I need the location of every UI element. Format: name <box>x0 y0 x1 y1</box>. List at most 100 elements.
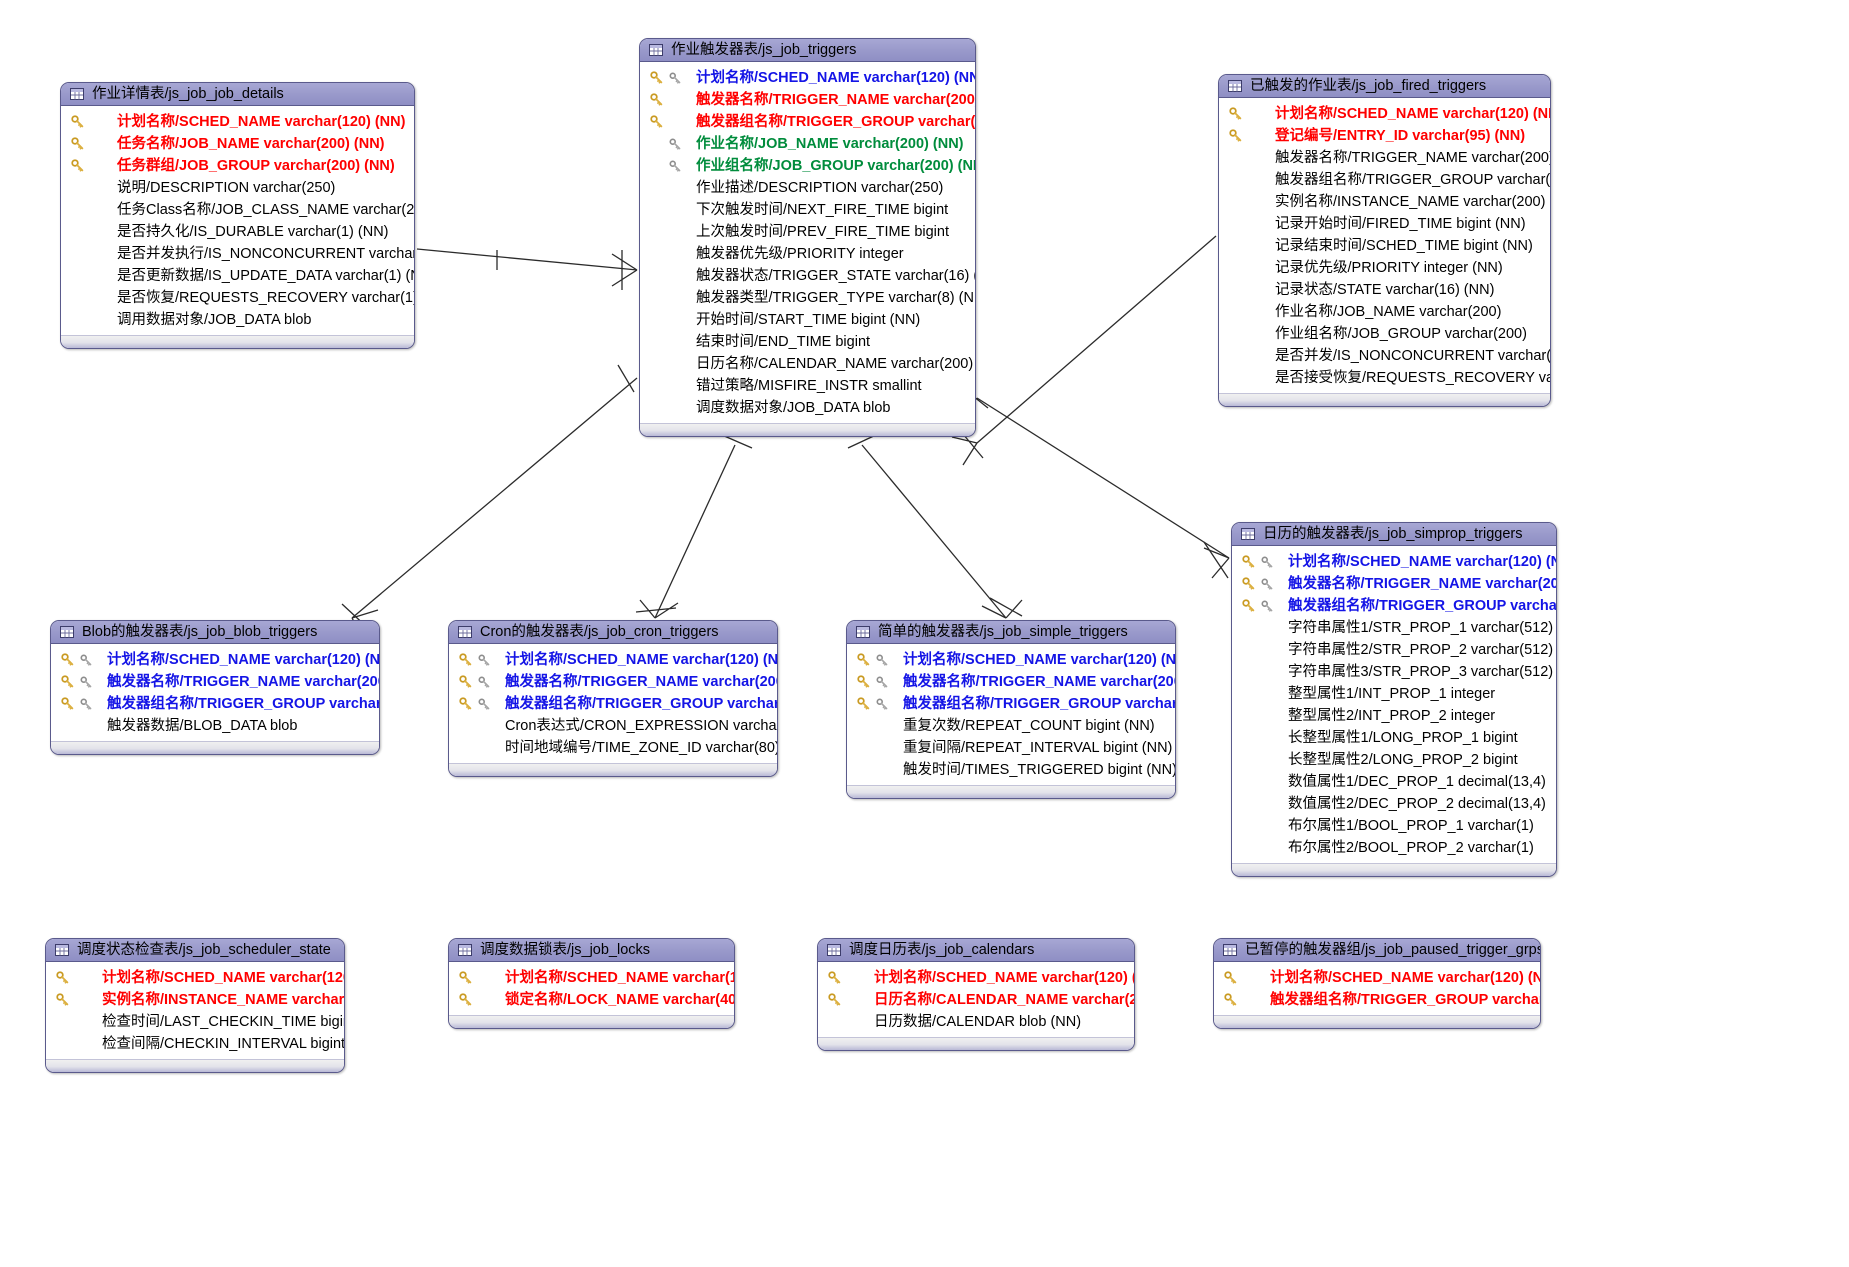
attribute-row[interactable]: 重复次数/REPEAT_COUNT bigint (NN) <box>855 715 1167 737</box>
attribute-row[interactable]: 触发器组名称/TRIGGER_GROUP varchar(200) (NN) <box>648 111 975 133</box>
attribute-row[interactable]: 作业组名称/JOB_GROUP varchar(200) (NN) <box>648 155 975 177</box>
attribute-row[interactable]: 锁定名称/LOCK_NAME varchar(40) (NN) <box>457 989 734 1011</box>
attribute-row[interactable]: 数值属性1/DEC_PROP_1 decimal(13,4) <box>1240 771 1548 793</box>
attribute-row[interactable]: 是否持久化/IS_DURABLE varchar(1) (NN) <box>69 221 406 243</box>
attribute-row[interactable]: 触发器名称/TRIGGER_NAME varchar(200) (NN) <box>59 671 379 693</box>
attribute-row[interactable]: 记录状态/STATE varchar(16) (NN) <box>1227 279 1542 301</box>
attribute-row[interactable]: 触发器名称/TRIGGER_NAME varchar(200) (NN) <box>855 671 1175 693</box>
attribute-row[interactable]: 触发器组名称/TRIGGER_GROUP varchar(200) (NN) <box>1222 989 1540 1011</box>
attribute-row[interactable]: 任务群组/JOB_GROUP varchar(200) (NN) <box>69 155 406 177</box>
entity-job_triggers[interactable]: 作业触发器表/js_job_triggers 计划名称/SCHED_NAME va… <box>639 38 976 437</box>
attribute-row[interactable]: 任务Class名称/JOB_CLASS_NAME varchar(250) (N… <box>69 199 414 221</box>
attribute-row[interactable]: 计划名称/SCHED_NAME varchar(120) (NN) <box>457 649 777 671</box>
entity-job_details[interactable]: 作业详情表/js_job_job_details 计划名称/SCHED_NAME … <box>60 82 415 349</box>
entity-header-calendars[interactable]: 调度日历表/js_job_calendars <box>818 939 1134 962</box>
attribute-row[interactable]: 调用数据对象/JOB_DATA blob <box>69 309 406 331</box>
attribute-row[interactable]: 计划名称/SCHED_NAME varchar(120) (NN) <box>826 967 1134 989</box>
attribute-row[interactable]: 检查时间/LAST_CHECKIN_TIME bigint (NN) <box>54 1011 344 1033</box>
attribute-row[interactable]: 计划名称/SCHED_NAME varchar(120) (NN) <box>59 649 379 671</box>
attribute-row[interactable]: 日历名称/CALENDAR_NAME varchar(200) (NN) <box>826 989 1134 1011</box>
attribute-row[interactable]: 计划名称/SCHED_NAME varchar(120) (NN) <box>1240 551 1556 573</box>
attribute-row[interactable]: 说明/DESCRIPTION varchar(250) <box>69 177 406 199</box>
attribute-row[interactable]: 作业描述/DESCRIPTION varchar(250) <box>648 177 967 199</box>
attribute-row[interactable]: 长整型属性2/LONG_PROP_2 bigint <box>1240 749 1548 771</box>
attribute-row[interactable]: 是否恢复/REQUESTS_RECOVERY varchar(1) (NN) <box>69 287 414 309</box>
attribute-row[interactable]: 布尔属性1/BOOL_PROP_1 varchar(1) <box>1240 815 1548 837</box>
attribute-row[interactable]: 长整型属性1/LONG_PROP_1 bigint <box>1240 727 1548 749</box>
attribute-row[interactable]: 触发器优先级/PRIORITY integer <box>648 243 967 265</box>
entity-cron_triggers[interactable]: Cron的触发器表/js_job_cron_triggers 计划名称/SCHED… <box>448 620 778 777</box>
attribute-row[interactable]: 触发时间/TIMES_TRIGGERED bigint (NN) <box>855 759 1175 781</box>
entity-simple_triggers[interactable]: 简单的触发器表/js_job_simple_triggers 计划名称/SCHED… <box>846 620 1176 799</box>
attribute-row[interactable]: 计划名称/SCHED_NAME varchar(120) (NN) <box>54 967 344 989</box>
attribute-row[interactable]: 触发器名称/TRIGGER_NAME varchar(200) (NN) <box>457 671 777 693</box>
attribute-row[interactable]: 字符串属性1/STR_PROP_1 varchar(512) <box>1240 617 1553 639</box>
attribute-row[interactable]: 触发器组名称/TRIGGER_GROUP varchar(200) (NN) <box>855 693 1175 715</box>
attribute-row[interactable]: 记录开始时间/FIRED_TIME bigint (NN) <box>1227 213 1542 235</box>
entity-header-cron_triggers[interactable]: Cron的触发器表/js_job_cron_triggers <box>449 621 777 644</box>
attribute-row[interactable]: 结束时间/END_TIME bigint <box>648 331 967 353</box>
attribute-row[interactable]: 检查间隔/CHECKIN_INTERVAL bigint (NN) <box>54 1033 344 1055</box>
entity-blob_triggers[interactable]: Blob的触发器表/js_job_blob_triggers 计划名称/SCHED… <box>50 620 380 755</box>
entity-header-scheduler_state[interactable]: 调度状态检查表/js_job_scheduler_state <box>46 939 344 962</box>
entity-fired_triggers[interactable]: 已触发的作业表/js_job_fired_triggers 计划名称/SCHED_… <box>1218 74 1551 407</box>
attribute-row[interactable]: 是否更新数据/IS_UPDATE_DATA varchar(1) (NN) <box>69 265 414 287</box>
attribute-row[interactable]: 计划名称/SCHED_NAME varchar(120) (NN) <box>1222 967 1540 989</box>
attribute-row[interactable]: 登记编号/ENTRY_ID varchar(95) (NN) <box>1227 125 1542 147</box>
attribute-row[interactable]: 计划名称/SCHED_NAME varchar(120) (NN) <box>69 111 406 133</box>
attribute-row[interactable]: 触发器名称/TRIGGER_NAME varchar(200) (NN) <box>1240 573 1556 595</box>
entity-header-simple_triggers[interactable]: 简单的触发器表/js_job_simple_triggers <box>847 621 1175 644</box>
attribute-row[interactable]: Cron表达式/CRON_EXPRESSION varchar(120) (NN… <box>457 715 777 737</box>
attribute-row[interactable]: 任务名称/JOB_NAME varchar(200) (NN) <box>69 133 406 155</box>
entity-header-locks[interactable]: 调度数据锁表/js_job_locks <box>449 939 734 962</box>
attribute-row[interactable]: 数值属性2/DEC_PROP_2 decimal(13,4) <box>1240 793 1548 815</box>
attribute-row[interactable]: 触发器组名称/TRIGGER_GROUP varchar(200) (NN) <box>457 693 777 715</box>
entity-header-paused_trigger_grps[interactable]: 已暂停的触发器组/js_job_paused_trigger_grps <box>1214 939 1540 962</box>
attribute-row[interactable]: 日历名称/CALENDAR_NAME varchar(200) <box>648 353 973 375</box>
attribute-row[interactable]: 计划名称/SCHED_NAME varchar(120) (NN) <box>1227 103 1550 125</box>
attribute-row[interactable]: 触发器组名称/TRIGGER_GROUP varchar(200) (NN) <box>1240 595 1556 617</box>
entity-header-fired_triggers[interactable]: 已触发的作业表/js_job_fired_triggers <box>1219 75 1550 98</box>
attribute-row[interactable]: 计划名称/SCHED_NAME varchar(120) (NN) <box>855 649 1175 671</box>
entity-header-job_details[interactable]: 作业详情表/js_job_job_details <box>61 83 414 106</box>
attribute-row[interactable]: 触发器数据/BLOB_DATA blob <box>59 715 371 737</box>
attribute-row[interactable]: 字符串属性2/STR_PROP_2 varchar(512) <box>1240 639 1553 661</box>
attribute-row[interactable]: 调度数据对象/JOB_DATA blob <box>648 397 967 419</box>
attribute-row[interactable]: 字符串属性3/STR_PROP_3 varchar(512) <box>1240 661 1553 683</box>
attribute-row[interactable]: 整型属性2/INT_PROP_2 integer <box>1240 705 1548 727</box>
entity-header-job_triggers[interactable]: 作业触发器表/js_job_triggers <box>640 39 975 62</box>
entity-locks[interactable]: 调度数据锁表/js_job_locks 计划名称/SCHED_NAME varch… <box>448 938 735 1029</box>
attribute-row[interactable]: 计划名称/SCHED_NAME varchar(120) (NN) <box>648 67 975 89</box>
entity-header-blob_triggers[interactable]: Blob的触发器表/js_job_blob_triggers <box>51 621 379 644</box>
attribute-row[interactable]: 重复间隔/REPEAT_INTERVAL bigint (NN) <box>855 737 1172 759</box>
attribute-row[interactable]: 记录优先级/PRIORITY integer (NN) <box>1227 257 1542 279</box>
attribute-row[interactable]: 计划名称/SCHED_NAME varchar(120) (NN) <box>457 967 734 989</box>
attribute-row[interactable]: 下次触发时间/NEXT_FIRE_TIME bigint <box>648 199 967 221</box>
attribute-row[interactable]: 时间地域编号/TIME_ZONE_ID varchar(80) <box>457 737 777 759</box>
attribute-row[interactable]: 日历数据/CALENDAR blob (NN) <box>826 1011 1126 1033</box>
attribute-row[interactable]: 作业名称/JOB_NAME varchar(200) <box>1227 301 1542 323</box>
attribute-row[interactable]: 实例名称/INSTANCE_NAME varchar(200) (NN) <box>54 989 344 1011</box>
attribute-row[interactable]: 实例名称/INSTANCE_NAME varchar(200) (NN) <box>1227 191 1550 213</box>
entity-paused_trigger_grps[interactable]: 已暂停的触发器组/js_job_paused_trigger_grps 计划名称/… <box>1213 938 1541 1029</box>
entity-header-simprop_triggers[interactable]: 日历的触发器表/js_job_simprop_triggers <box>1232 523 1556 546</box>
entity-scheduler_state[interactable]: 调度状态检查表/js_job_scheduler_state 计划名称/SCHED… <box>45 938 345 1073</box>
attribute-row[interactable]: 是否并发/IS_NONCONCURRENT varchar(1) <box>1227 345 1550 367</box>
entity-calendars[interactable]: 调度日历表/js_job_calendars 计划名称/SCHED_NAME va… <box>817 938 1135 1051</box>
attribute-row[interactable]: 是否接受恢复/REQUESTS_RECOVERY varchar(1) <box>1227 367 1550 389</box>
attribute-row[interactable]: 触发器名称/TRIGGER_NAME varchar(200) (NN) <box>1227 147 1550 169</box>
attribute-row[interactable]: 整型属性1/INT_PROP_1 integer <box>1240 683 1548 705</box>
entity-simprop_triggers[interactable]: 日历的触发器表/js_job_simprop_triggers 计划名称/SCHE… <box>1231 522 1557 877</box>
attribute-row[interactable]: 上次触发时间/PREV_FIRE_TIME bigint <box>648 221 967 243</box>
attribute-row[interactable]: 触发器状态/TRIGGER_STATE varchar(16) (NN) <box>648 265 975 287</box>
attribute-row[interactable]: 布尔属性2/BOOL_PROP_2 varchar(1) <box>1240 837 1548 859</box>
attribute-row[interactable]: 错过策略/MISFIRE_INSTR smallint <box>648 375 967 397</box>
attribute-row[interactable]: 作业组名称/JOB_GROUP varchar(200) <box>1227 323 1542 345</box>
attribute-row[interactable]: 是否并发执行/IS_NONCONCURRENT varchar(1) (NN) <box>69 243 414 265</box>
attribute-row[interactable]: 触发器名称/TRIGGER_NAME varchar(200) (NN) <box>648 89 975 111</box>
attribute-row[interactable]: 作业名称/JOB_NAME varchar(200) (NN) <box>648 133 967 155</box>
attribute-row[interactable]: 记录结束时间/SCHED_TIME bigint (NN) <box>1227 235 1542 257</box>
attribute-row[interactable]: 开始时间/START_TIME bigint (NN) <box>648 309 967 331</box>
attribute-row[interactable]: 触发器组名称/TRIGGER_GROUP varchar(200) (NN) <box>59 693 379 715</box>
attribute-row[interactable]: 触发器类型/TRIGGER_TYPE varchar(8) (NN) <box>648 287 975 309</box>
